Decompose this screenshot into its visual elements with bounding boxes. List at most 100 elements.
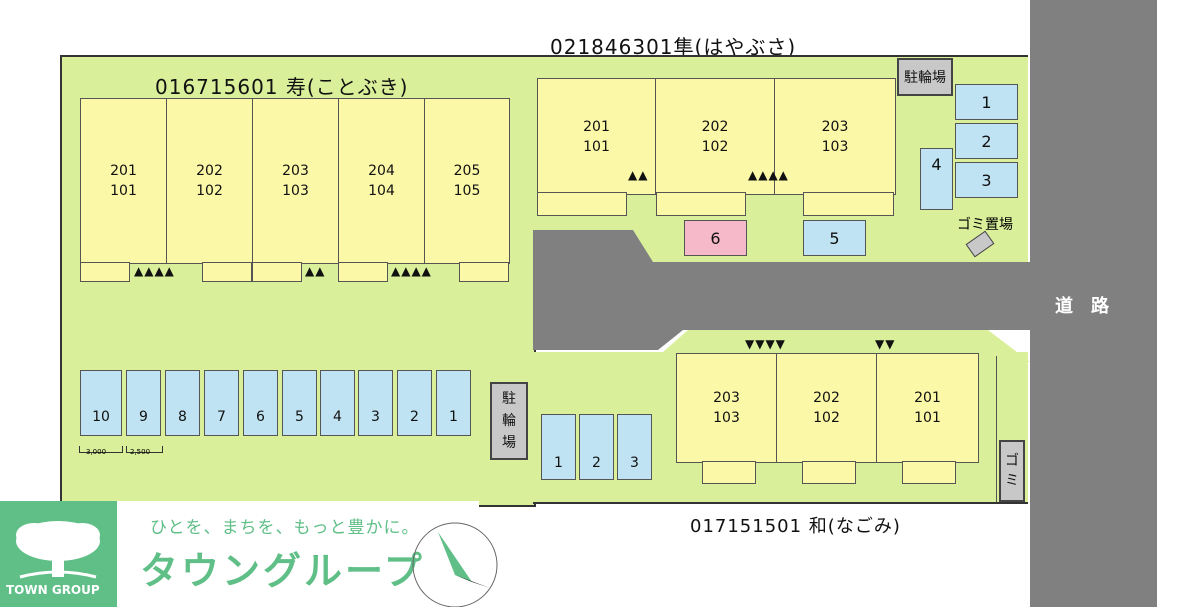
entrance-step (459, 262, 509, 282)
entrance-marker-icon: ▼▼ (875, 337, 896, 351)
compass-icon (412, 522, 498, 607)
parking-space: 3 (358, 370, 393, 436)
entrance-marker-icon: ▲▲▲▲ (391, 264, 432, 278)
kotobuki-name: 016715601 寿(ことぶき) (155, 75, 409, 99)
entrance-step (537, 192, 627, 216)
parking-space: 7 (204, 370, 239, 436)
unit-number: 101 (583, 138, 610, 155)
parking-space: 2 (955, 123, 1018, 159)
company-logo-box: TOWN GROUP (0, 501, 117, 607)
entrance-marker-icon: ▼▼▼▼ (745, 337, 786, 351)
parking-space: 10 (80, 370, 122, 436)
entrance-marker-icon: ▲▲▲▲ (134, 264, 175, 278)
driveway (533, 230, 1030, 350)
parking-space: 3 (955, 162, 1018, 198)
unit-number: 102 (701, 138, 729, 155)
unit-number: 202 (813, 390, 840, 406)
garbage-area-nagomi: ゴ ミ (999, 440, 1025, 502)
unit-number: 102 (813, 410, 840, 426)
parking-number: 7 (217, 409, 226, 425)
company-banner (117, 501, 479, 607)
unit-number: 102 (196, 183, 223, 199)
entrance-step (702, 461, 756, 484)
parking-space: 4 (920, 148, 953, 210)
company-tagline: ひとを、まちを、もっと豊かに。 (150, 518, 420, 538)
entrance-marker-icon: ▲▲ (305, 264, 326, 278)
parking-space: 1 (436, 370, 471, 436)
unit-number: 105 (453, 183, 481, 199)
entrance-step (202, 262, 252, 282)
unit-number: 101 (914, 410, 941, 426)
parking-space: 4 (320, 370, 355, 436)
road-label: 道 路 (1055, 296, 1109, 317)
entrance-marker-icon: ▲▲▲▲ (748, 168, 789, 182)
bicycle-parking-hayabusa: 駐輪場 (897, 58, 953, 96)
parking-space: 5 (282, 370, 317, 436)
dimension-line (79, 446, 123, 453)
parking-space: 3 (617, 414, 652, 480)
parking-number: 8 (178, 409, 187, 425)
parking-number: 3 (371, 409, 380, 425)
entrance-marker-icon: ▲▲ (628, 168, 649, 182)
unit-number: 103 (713, 410, 740, 426)
company-name: タウングループ (140, 549, 425, 593)
parking-number: 6 (256, 409, 265, 425)
unit-number: 203 (713, 390, 740, 406)
unit-number: 101 (110, 183, 137, 199)
parking-number: 5 (295, 409, 304, 425)
dimension-label: 3,000 (86, 448, 107, 456)
entrance-step (803, 192, 894, 216)
parking-number: 4 (333, 409, 342, 425)
parking-space: 2 (579, 414, 614, 480)
parking-space: 2 (397, 370, 432, 436)
entrance-step (338, 262, 388, 282)
dimension-label: 2,500 (130, 448, 151, 456)
unit-number: 202 (701, 118, 729, 135)
unit-number: 104 (368, 183, 395, 199)
unit-number: 201 (583, 118, 610, 135)
entrance-step (802, 461, 856, 484)
logo-text: TOWN GROUP (6, 583, 100, 597)
parking-number: 10 (92, 409, 110, 425)
entrance-step (252, 262, 302, 282)
parking-space: 6 (243, 370, 278, 436)
tree-icon (16, 521, 100, 579)
parking-number: 9 (139, 409, 148, 425)
unit-number: 204 (368, 163, 395, 179)
parking-space: 1 (541, 414, 576, 480)
parking-number: 1 (449, 409, 458, 425)
parking-space: 8 (165, 370, 200, 436)
dimension-line (126, 446, 163, 453)
unit-number: 201 (914, 390, 941, 406)
bicycle-parking-kotobuki: 駐 輪 場 (490, 382, 528, 460)
parking-space: 6 (684, 220, 747, 256)
unit-number: 205 (453, 163, 481, 179)
main-road (1030, 0, 1157, 607)
lot-divider (996, 356, 1001, 502)
unit-number: 203 (282, 163, 309, 179)
parking-space: 5 (803, 220, 866, 256)
parking-number: 2 (410, 409, 419, 425)
unit-number: 103 (282, 183, 309, 199)
entrance-step (656, 192, 746, 216)
parking-space: 9 (126, 370, 161, 436)
entrance-step (902, 461, 956, 484)
unit-number: 203 (821, 118, 849, 135)
unit-number: 202 (196, 163, 223, 179)
entrance-step (80, 262, 130, 282)
unit-number: 103 (821, 138, 849, 155)
parking-space: 1 (955, 84, 1018, 120)
